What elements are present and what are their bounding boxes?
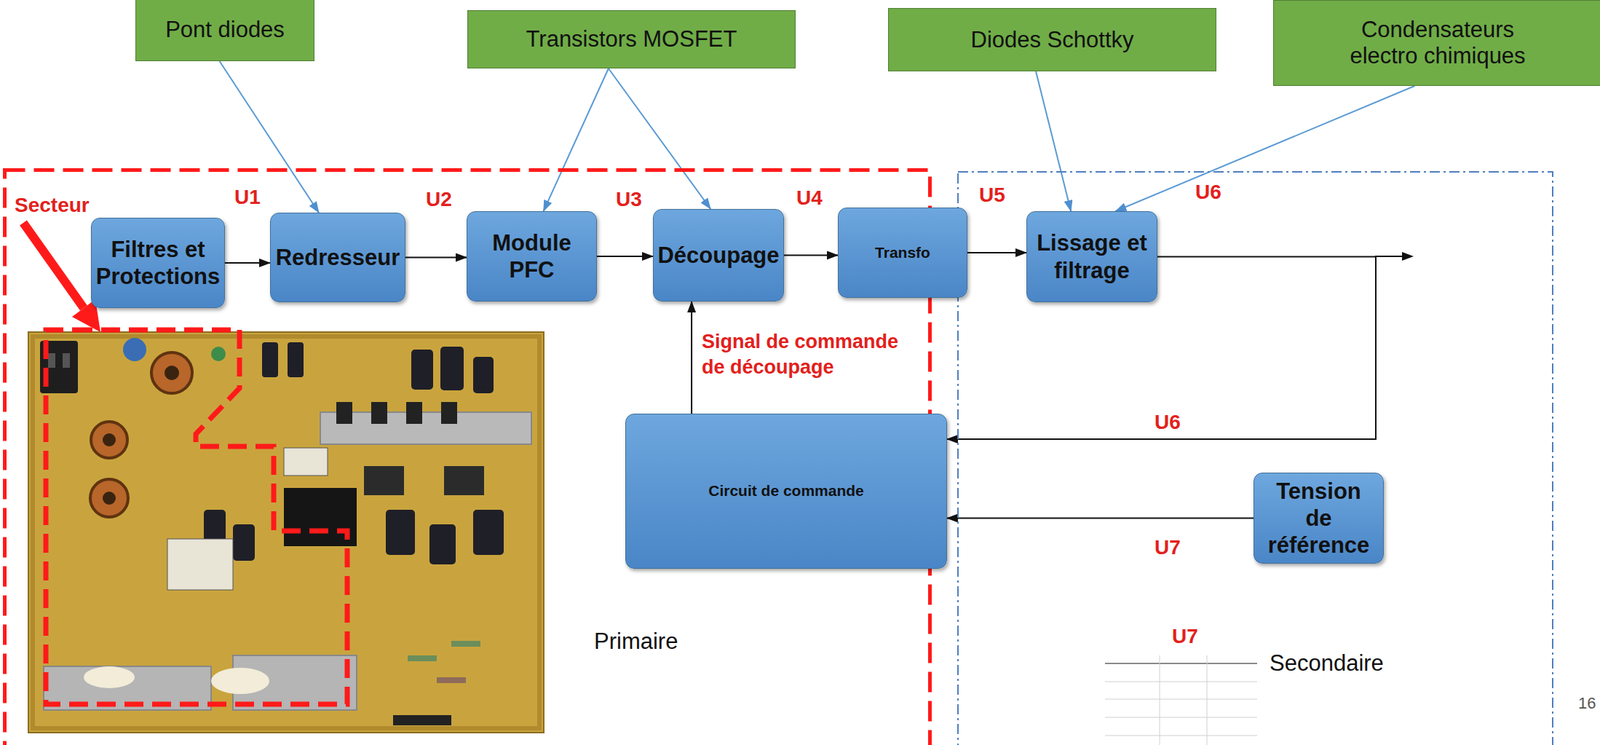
capacitor	[473, 509, 504, 555]
output-wire	[1375, 255, 1404, 257]
callout-box: Diodes Schottky	[888, 8, 1217, 72]
coil-core	[164, 365, 180, 380]
node-label: Transfo	[874, 243, 931, 263]
capacitor	[211, 346, 226, 362]
region-border-line	[957, 171, 1553, 745]
sector-label: Secteur	[13, 195, 91, 216]
node-label: Filtres et Protections	[96, 235, 221, 290]
grid-line	[1105, 735, 1258, 736]
process-box: Transfo	[837, 207, 968, 298]
coil	[90, 478, 129, 517]
signal-name: U6	[1153, 412, 1183, 433]
flow-arrow	[690, 301, 693, 414]
node-label: Diodes Schottky	[971, 26, 1135, 54]
signal-note: Signal de commande de découpage	[700, 329, 928, 380]
process-box: Module PFC	[466, 211, 597, 302]
node-label: Redresseur	[275, 243, 401, 271]
node-label: Circuit de commande	[708, 481, 865, 501]
coil-core	[102, 491, 116, 505]
node-label: Découpage	[657, 241, 779, 269]
grid-line	[1206, 655, 1208, 745]
signal-name: U2	[424, 189, 454, 210]
coil-core	[102, 433, 116, 447]
flow-arrow	[405, 256, 467, 259]
capacitor	[385, 509, 415, 555]
leader-arrow	[219, 61, 319, 213]
flow-arrow	[947, 256, 1376, 440]
signal-name: U4	[794, 187, 825, 209]
callout-box: Transistors MOSFET	[467, 10, 796, 69]
grid-line	[1105, 717, 1258, 718]
flow-arrow	[783, 254, 838, 257]
resistor	[407, 655, 437, 661]
signal-name: U6	[1193, 181, 1223, 203]
process-box: Découpage	[652, 208, 784, 302]
highlight-outline	[45, 329, 348, 704]
capacitor	[473, 356, 494, 394]
flow-arrow	[596, 255, 653, 257]
node-label: Tension de référence	[1261, 477, 1376, 560]
process-box: Redresseur	[270, 212, 406, 303]
ic-chip	[444, 465, 485, 495]
capacitor	[232, 524, 255, 561]
socket-pin	[48, 353, 56, 368]
capacitor	[411, 349, 434, 390]
component	[283, 447, 328, 476]
region-outline: Secondaire Lissage et filtrageTension de …	[957, 171, 1554, 745]
grid-line	[1105, 681, 1258, 683]
capacitor	[440, 346, 464, 391]
leader-arrow	[543, 68, 609, 212]
region-label: Primaire	[593, 627, 678, 655]
capacitor	[123, 337, 147, 362]
transistor	[441, 401, 458, 424]
process-box: Filtres et Protections	[90, 217, 225, 308]
process-box: Circuit de commande	[625, 413, 948, 569]
process-box: Lissage et filtrage	[1026, 211, 1158, 303]
transistor	[371, 401, 388, 424]
leader-arrow	[608, 68, 711, 209]
grid-line	[1159, 655, 1161, 745]
coil	[90, 421, 128, 458]
process-box: Tension de référence	[1253, 472, 1384, 564]
node-label: Module PFC	[474, 229, 589, 284]
callout-box: Condensateurs electro chimiques	[1273, 0, 1600, 86]
leader-arrow	[1035, 71, 1071, 212]
page-number: 16	[1576, 695, 1598, 712]
flow-arrow	[947, 517, 1254, 520]
component	[211, 667, 270, 694]
output-arrow-head	[1402, 251, 1414, 261]
transistor	[336, 401, 353, 424]
callout-box: Pont diodes	[135, 0, 315, 62]
resistor	[436, 676, 466, 683]
resistor	[451, 640, 481, 647]
node-label: Lissage et filtrage	[1034, 229, 1150, 284]
component	[83, 666, 135, 688]
capacitor	[429, 524, 456, 565]
signal-name: U7	[1153, 537, 1183, 558]
capacitor	[287, 342, 304, 378]
signal-name: U7	[1170, 626, 1200, 647]
capacitor	[262, 342, 279, 378]
node-label: Pont diodes	[165, 16, 285, 43]
component	[167, 538, 233, 590]
flow-arrow	[224, 262, 271, 264]
node-label: Condensateurs electro chimiques	[1328, 16, 1547, 69]
mains-arrow	[23, 222, 84, 308]
grid-line	[1105, 662, 1258, 664]
signal-name: U3	[614, 189, 644, 210]
node-label: Transistors MOSFET	[526, 26, 738, 53]
signal-name: U5	[977, 184, 1007, 206]
leader-arrow	[1115, 85, 1415, 212]
grid-line	[1105, 698, 1258, 700]
flow-arrow	[967, 251, 1027, 254]
transistor	[406, 401, 423, 424]
grid-sketch	[1105, 655, 1258, 745]
connector	[393, 714, 452, 726]
socket-pin	[62, 353, 70, 368]
ic-chip	[363, 465, 405, 495]
signal-name: U1	[232, 187, 263, 208]
region-label: Secondaire	[1269, 649, 1384, 677]
coil	[151, 352, 193, 394]
